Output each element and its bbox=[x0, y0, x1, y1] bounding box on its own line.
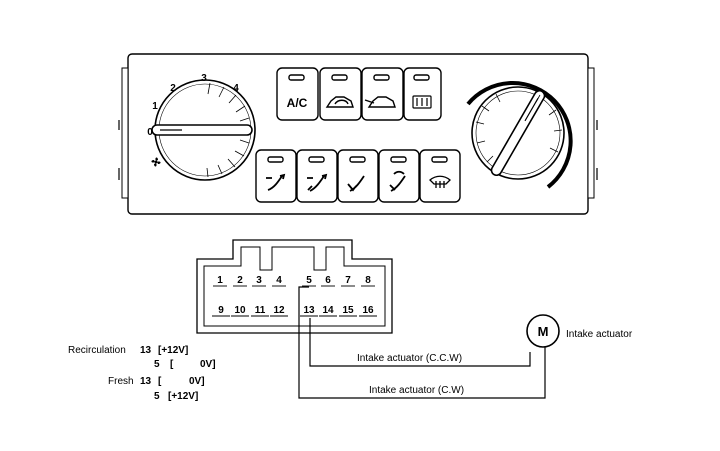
fan-level-label: 4 bbox=[233, 83, 239, 94]
fresh-air-button[interactable] bbox=[361, 67, 404, 121]
connector-pin-label: 12 bbox=[273, 305, 285, 316]
defrost-mode-button[interactable] bbox=[419, 149, 461, 203]
recirculation-icon bbox=[325, 96, 354, 108]
wire-cw bbox=[298, 286, 546, 399]
pin-number: 5 bbox=[154, 359, 160, 370]
connector-pin-label: 7 bbox=[345, 275, 351, 286]
connector-pin-label: 6 bbox=[325, 275, 331, 286]
fan-level-label: 0 bbox=[147, 127, 153, 138]
connector-pin-label: 8 bbox=[365, 275, 371, 286]
wire-cw-label: Intake actuator (C.W) bbox=[369, 385, 464, 396]
ac-label: A/C bbox=[287, 96, 308, 110]
connector-pin-label: 14 bbox=[322, 305, 334, 316]
wire-ccw-label: Intake actuator (C.C.W) bbox=[357, 353, 462, 364]
legend-recirculation: Recirculation 13 [+12V] 5 [ 0V] bbox=[68, 345, 216, 370]
pin-underlines bbox=[212, 285, 377, 317]
connector-pin-label: 3 bbox=[256, 275, 262, 286]
vent-face-mode-button[interactable] bbox=[255, 149, 297, 203]
fan-level-label: 1 bbox=[152, 101, 158, 112]
connector-pin-label: 15 bbox=[342, 305, 354, 316]
recirculation-button[interactable] bbox=[319, 67, 362, 121]
floor-defrost-mode-button[interactable] bbox=[378, 149, 420, 203]
hvac-control-panel bbox=[118, 53, 598, 215]
fan-level-label: 2 bbox=[170, 83, 176, 94]
voltage-value: 0V] bbox=[189, 376, 205, 387]
fan-level-label: 3 bbox=[201, 73, 207, 84]
temperature-dial[interactable] bbox=[466, 81, 573, 189]
floor-mode-button[interactable] bbox=[337, 149, 379, 203]
fresh-air-icon bbox=[364, 96, 396, 108]
pin-number: 13 bbox=[140, 345, 152, 356]
rear-defrost-icon bbox=[412, 95, 432, 109]
connector-pin-label: 1 bbox=[217, 275, 223, 286]
pin-number: 5 bbox=[154, 391, 160, 402]
connector-housing bbox=[196, 239, 393, 334]
voltage-value: [+12V] bbox=[168, 391, 198, 402]
legend-fresh: Fresh 13 [ 0V] 5 [+12V] bbox=[108, 376, 205, 402]
voltage-bracket: [ bbox=[158, 376, 162, 387]
defrost-icon bbox=[429, 175, 451, 188]
connector-pin-label: 9 bbox=[218, 305, 224, 316]
pin-number: 13 bbox=[140, 376, 152, 387]
voltage-value: [+12V] bbox=[158, 345, 188, 356]
voltage-value: 0V] bbox=[200, 359, 216, 370]
connector-pin-label: 2 bbox=[237, 275, 243, 286]
floor-icon bbox=[347, 175, 365, 192]
intake-actuator-label: Intake actuator bbox=[566, 329, 633, 340]
ac-button[interactable]: A/C bbox=[276, 67, 319, 121]
connector-pin-label: 10 bbox=[234, 305, 246, 316]
mode-fresh-label: Fresh bbox=[108, 376, 134, 387]
connector-pin-label: 5 bbox=[306, 275, 312, 286]
voltage-bracket: [ bbox=[170, 359, 174, 370]
connector-pin-label: 11 bbox=[255, 305, 266, 316]
fan-speed-dial[interactable] bbox=[151, 79, 256, 181]
bi-level-icon bbox=[307, 173, 328, 192]
connector-pin-label: 13 bbox=[303, 305, 315, 316]
fan-icon bbox=[151, 157, 161, 167]
rear-defrost-button[interactable] bbox=[403, 67, 442, 121]
floor-defrost-icon bbox=[389, 170, 406, 192]
wire-ccw bbox=[309, 318, 531, 367]
mode-recirculation-label: Recirculation bbox=[68, 345, 126, 356]
connector-pin-label: 16 bbox=[362, 305, 374, 316]
vent-face-icon bbox=[266, 173, 286, 191]
motor-symbol: M bbox=[538, 324, 549, 339]
intake-actuator-motor: M bbox=[526, 314, 560, 348]
connector-pin-label: 4 bbox=[276, 275, 282, 286]
bi-level-mode-button[interactable] bbox=[296, 149, 338, 203]
